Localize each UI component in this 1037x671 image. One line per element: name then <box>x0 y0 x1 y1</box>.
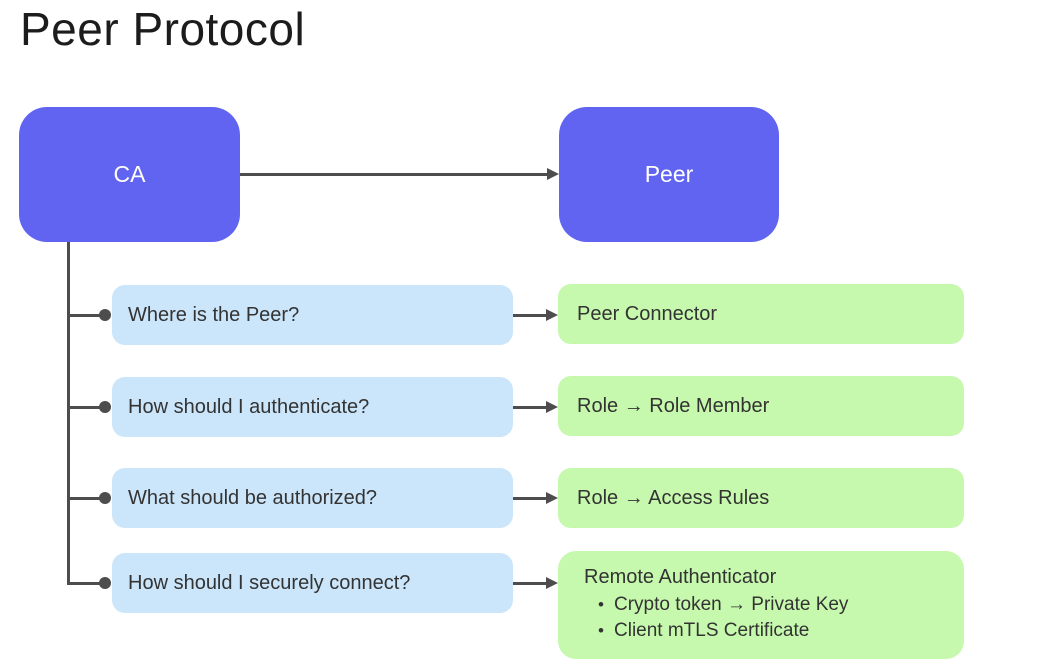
branch-dot <box>99 577 111 589</box>
branch-line <box>67 582 101 585</box>
ca-node: CA <box>19 107 240 242</box>
peer-node-label: Peer <box>644 161 694 187</box>
peer-node: Peer <box>559 107 779 242</box>
answer-box-peer-connector: Peer Connector <box>558 284 964 344</box>
answer-label: Peer Connector <box>577 302 718 325</box>
arrow-head-icon <box>546 492 558 504</box>
question-label: Where is the Peer? <box>128 303 300 326</box>
arrow-line <box>513 406 547 409</box>
arrow-line <box>513 497 547 500</box>
branch-line <box>67 314 101 317</box>
arrow-line <box>513 314 547 317</box>
question-label: What should be authorized? <box>128 486 378 509</box>
ca-peer-connector-line <box>240 173 547 176</box>
answer-bullet-list: • Crypto token → Private Key • Client mT… <box>584 594 954 642</box>
arrow-head-icon <box>547 168 559 180</box>
question-label: How should I securely connect? <box>128 571 411 594</box>
branch-dot <box>99 309 111 321</box>
arrow-head-icon <box>546 577 558 589</box>
question-box-securely-connect: How should I securely connect? <box>112 553 513 613</box>
arrow-head-icon <box>546 401 558 413</box>
answer-box-access-rules: Role → Access Rules <box>558 468 964 528</box>
branch-dot <box>99 401 111 413</box>
answer-box-remote-authenticator: Remote Authenticator • Crypto token → Pr… <box>558 551 964 659</box>
answer-title: Remote Authenticator <box>584 566 777 588</box>
branch-dot <box>99 492 111 504</box>
list-item: • Crypto token → Private Key <box>584 594 954 616</box>
answer-label: Role → Access Rules <box>577 486 770 509</box>
diagram-title: Peer Protocol <box>20 3 306 55</box>
branch-line <box>67 406 101 409</box>
bullet-text: Crypto token → Private Key <box>614 594 849 615</box>
trunk-line <box>67 242 70 585</box>
question-box-authorized: What should be authorized? <box>112 468 513 528</box>
ca-node-label: CA <box>113 161 146 187</box>
branch-line <box>67 497 101 500</box>
question-box-where-peer: Where is the Peer? <box>112 285 513 345</box>
question-label: How should I authenticate? <box>128 395 370 418</box>
bullet-icon: • <box>598 621 604 640</box>
bullet-text: Client mTLS Certificate <box>614 620 810 641</box>
answer-box-role-member: Role → Role Member <box>558 376 964 436</box>
list-item: • Client mTLS Certificate <box>584 620 954 642</box>
arrow-head-icon <box>546 309 558 321</box>
bullet-icon: • <box>598 595 604 614</box>
answer-label: Role → Role Member <box>577 394 770 417</box>
question-box-authenticate: How should I authenticate? <box>112 377 513 437</box>
arrow-line <box>513 582 547 585</box>
